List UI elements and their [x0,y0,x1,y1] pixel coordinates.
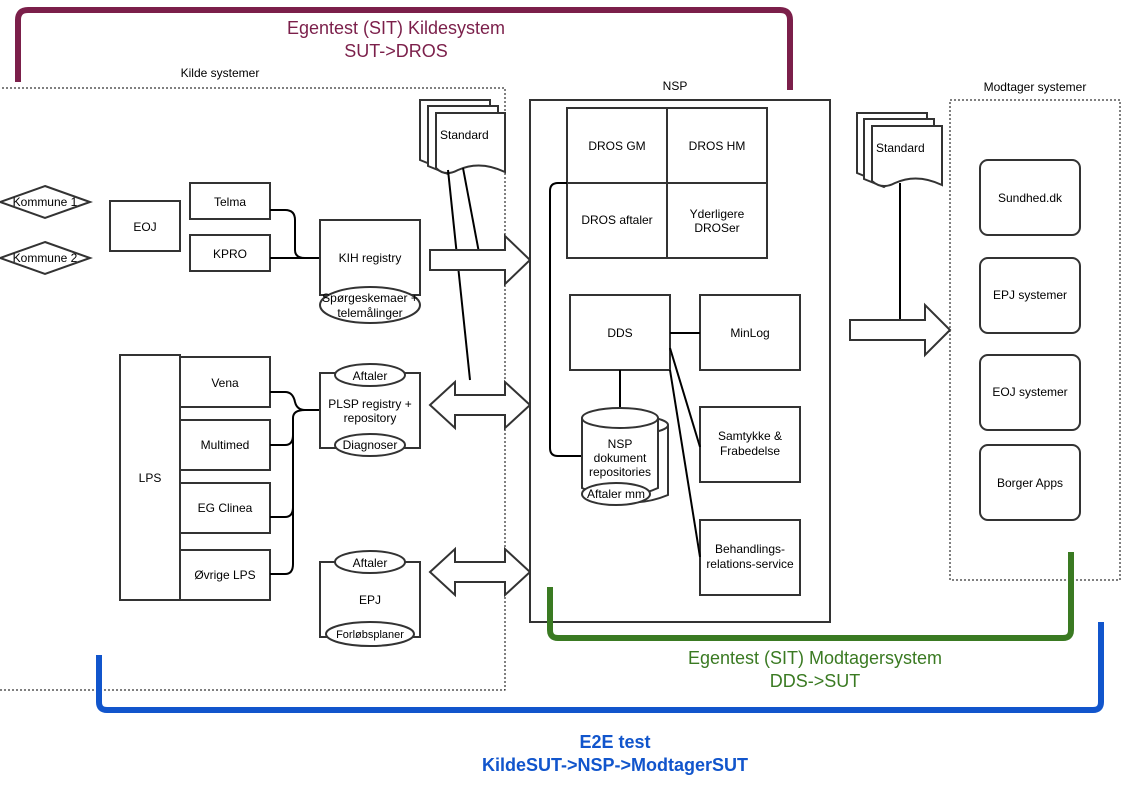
dros-hm-node[interactable]: DROS HM [666,107,768,184]
e2e-test-bracket [96,622,1104,713]
svg-text:DROS aftaler: DROS aftaler [581,213,652,227]
svg-text:MinLog: MinLog [730,326,769,340]
svg-text:DROS GM: DROS GM [588,139,645,153]
samtykke-node[interactable]: Samtykke & Frabedelse [699,406,801,483]
svg-text:Øvrige LPS: Øvrige LPS [194,568,255,582]
svg-text:Diagnoser: Diagnoser [343,438,398,452]
svg-text:DDS: DDS [607,326,632,340]
svg-text:LPS: LPS [139,471,162,485]
vena-plsp-connector [270,391,320,411]
svg-text:KIH registry: KIH registry [339,251,402,265]
ovrige-plsp-connector [270,420,294,575]
svg-text:Multimed: Multimed [201,438,250,452]
kommune-2-node[interactable]: Kommune 2 [0,240,93,276]
dros-repo-connector [549,182,582,457]
svg-text:repositories: repositories [589,465,651,479]
kih-to-nsp-arrow [429,233,532,287]
svg-text:Yderligere: Yderligere [690,207,745,221]
nsp-to-modtager-arrow [849,302,952,358]
lps-item-eg-clinea[interactable]: EG Clinea [179,482,271,534]
dros-aftaler-node[interactable]: DROS aftaler [566,182,668,259]
svg-text:Aftaler: Aftaler [353,369,388,383]
svg-text:EOJ: EOJ [133,220,156,234]
svg-text:Kommune 1: Kommune 1 [13,195,78,209]
standard-document-modtager: Standard [856,112,943,189]
svg-text:Sundhed.dk: Sundhed.dk [998,191,1063,205]
svg-text:Vena: Vena [211,376,239,390]
svg-text:Borger Apps: Borger Apps [997,476,1063,490]
svg-text:EPJ systemer: EPJ systemer [993,288,1067,302]
kpro-node[interactable]: KPRO [189,234,271,272]
svg-text:Frabedelse: Frabedelse [720,444,780,458]
lps-node[interactable]: LPS [119,354,181,601]
lps-item-ovrige[interactable]: Øvrige LPS [179,549,271,601]
telma-kih-connector [270,209,320,259]
modtager-test-title: Egentest (SIT) Modtagersystem [688,648,942,668]
svg-text:Spørgeskemaer +: Spørgeskemaer + [322,291,418,305]
yderligere-dros-node[interactable]: Yderligere DROSer [666,182,768,259]
svg-text:KPRO: KPRO [213,247,247,261]
svg-text:telemålinger: telemålinger [337,306,402,320]
svg-text:Aftaler mm: Aftaler mm [587,487,645,501]
standard-line-2 [462,167,481,259]
nsp-group-label: NSP [663,79,688,93]
kilde-group-label: Kilde systemer [181,66,260,80]
epj-nsp-bidirectional-arrow [428,546,532,598]
modtager-item-borger[interactable]: Borger Apps [979,444,1081,521]
svg-text:relations-service: relations-service [706,557,794,571]
svg-text:Standard: Standard [876,141,925,155]
dds-node[interactable]: DDS [569,294,671,371]
svg-text:Telma: Telma [214,195,246,209]
dds-samtykke-connector [669,347,701,448]
lps-item-multimed[interactable]: Multimed [179,419,271,471]
modtager-item-eoj[interactable]: EOJ systemer [979,354,1081,431]
kih-registry-node[interactable]: KIH registry Spørgeskemaer + telemålinge… [319,219,421,324]
svg-text:NSP: NSP [608,437,633,451]
e2e-test-subtitle: KildeSUT->NSP->ModtagerSUT [482,755,748,775]
modtager-systems-group [949,99,1121,581]
svg-text:PLSP registry +: PLSP registry + [328,397,411,411]
standard-line-1 [447,169,471,381]
svg-text:EOJ systemer: EOJ systemer [992,385,1067,399]
dros-gm-node[interactable]: DROS GM [566,107,668,184]
eoj-node[interactable]: EOJ [109,200,181,252]
plsp-nsp-bidirectional-arrow [428,379,532,431]
svg-text:Kommune 2: Kommune 2 [13,251,78,265]
svg-text:DROSer: DROSer [694,221,739,235]
kommune-1-node[interactable]: Kommune 1 [0,184,93,220]
nsp-repository-node[interactable]: NSP dokument repositories Aftaler mm [581,407,669,506]
e2e-test-title: E2E test [579,732,650,752]
modtager-item-sundhed[interactable]: Sundhed.dk [979,159,1081,236]
svg-text:dokument: dokument [594,451,647,465]
svg-text:DROS HM: DROS HM [689,139,746,153]
modtager-item-epj[interactable]: EPJ systemer [979,257,1081,334]
modtager-group-label: Modtager systemer [984,80,1087,94]
standard-document-kilde: Standard [419,99,506,176]
behandlingsrelation-node[interactable]: Behandlings- relations-service [699,519,801,596]
lps-item-vena[interactable]: Vena [179,356,271,408]
plsp-registry-node[interactable]: Aftaler PLSP registry + repository Diagn… [319,363,421,457]
kih-sub-ellipse [319,286,421,324]
svg-text:EG Clinea: EG Clinea [198,501,253,515]
svg-text:EPJ: EPJ [359,593,381,607]
kilde-test-bracket [15,7,793,90]
svg-text:Behandlings-: Behandlings- [715,542,785,556]
svg-text:Aftaler: Aftaler [353,556,388,570]
dds-behandling-connector [669,369,701,558]
kilde-test-title: Egentest (SIT) Kildesystem [287,18,505,38]
svg-text:Samtykke &: Samtykke & [718,429,782,443]
epj-node[interactable]: Aftaler EPJ Forløbsplaner [319,550,421,647]
svg-text:Standard: Standard [440,128,489,142]
svg-text:repository: repository [344,411,397,425]
minlog-node[interactable]: MinLog [699,294,801,371]
modtager-test-subtitle: DDS->SUT [770,671,861,691]
modtager-test-bracket [547,552,1074,641]
egclinea-plsp-connector [270,420,294,518]
svg-text:Forløbsplaner: Forløbsplaner [336,629,404,641]
multimed-plsp-connector [270,409,306,446]
telma-node[interactable]: Telma [189,182,271,220]
kilde-test-subtitle: SUT->DROS [344,41,448,61]
